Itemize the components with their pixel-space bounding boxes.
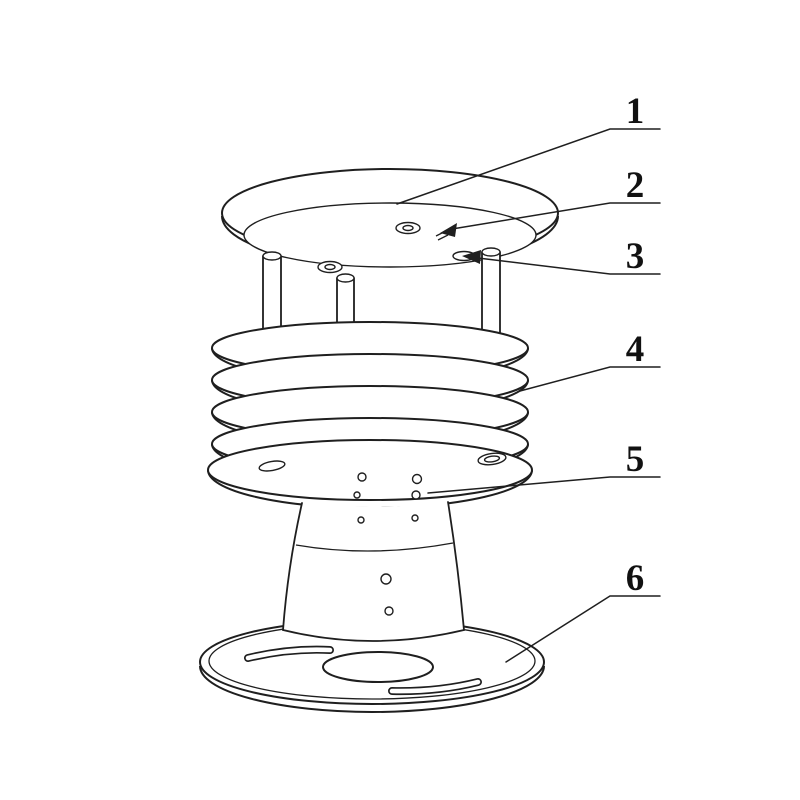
callout-5-label: 5 [626, 439, 645, 480]
callout-1-label: 1 [626, 91, 645, 132]
cap-screw-head-2-inner [324, 263, 336, 271]
callout-3-label: 3 [626, 236, 645, 277]
post-right [481, 247, 501, 345]
callouts: 1 2 3 4 5 6 [396, 91, 661, 663]
post-left [262, 251, 282, 346]
callout-4-leader [519, 366, 661, 392]
cone-body [282, 472, 465, 642]
callout-4-label: 4 [626, 329, 645, 370]
cone-right-edge [447, 501, 465, 631]
cap-screw-head-inner [402, 224, 414, 232]
callout-3: 3 [462, 236, 661, 277]
callout-4: 4 [519, 329, 661, 392]
louver-base-plate [207, 439, 533, 509]
callout-3-leader [477, 257, 661, 275]
callout-2: 2 [440, 165, 661, 237]
bottom-plate-slot-right [388, 678, 482, 696]
callout-2-leader [451, 202, 661, 230]
cone-holes [353, 472, 423, 616]
callout-1: 1 [396, 91, 661, 205]
post-right-top [481, 247, 501, 257]
callout-2-label: 2 [626, 165, 645, 206]
cone-seam [295, 542, 454, 552]
base-oval-hole-right-inner [483, 455, 501, 463]
cone-left-edge [282, 502, 303, 631]
cone-base-curve [282, 629, 465, 642]
callout-2-arrowhead [440, 223, 457, 237]
bottom-plate-center-hole [322, 651, 434, 683]
bottom-plate [199, 619, 545, 713]
base-oval-hole-left [258, 460, 286, 472]
callout-5: 5 [427, 439, 661, 494]
callout-1-leader [396, 128, 661, 205]
callout-6-label: 6 [626, 558, 645, 599]
cone-fill [283, 500, 464, 641]
callout-6-leader [505, 595, 661, 663]
louver-stack [207, 321, 533, 509]
post-middle-top [336, 273, 355, 283]
callout-6: 6 [505, 558, 661, 663]
bottom-plate-slot-left [244, 645, 334, 662]
post-left-top [262, 251, 282, 261]
callout-5-leader [427, 476, 661, 494]
callout-3-arrowhead [462, 250, 481, 264]
